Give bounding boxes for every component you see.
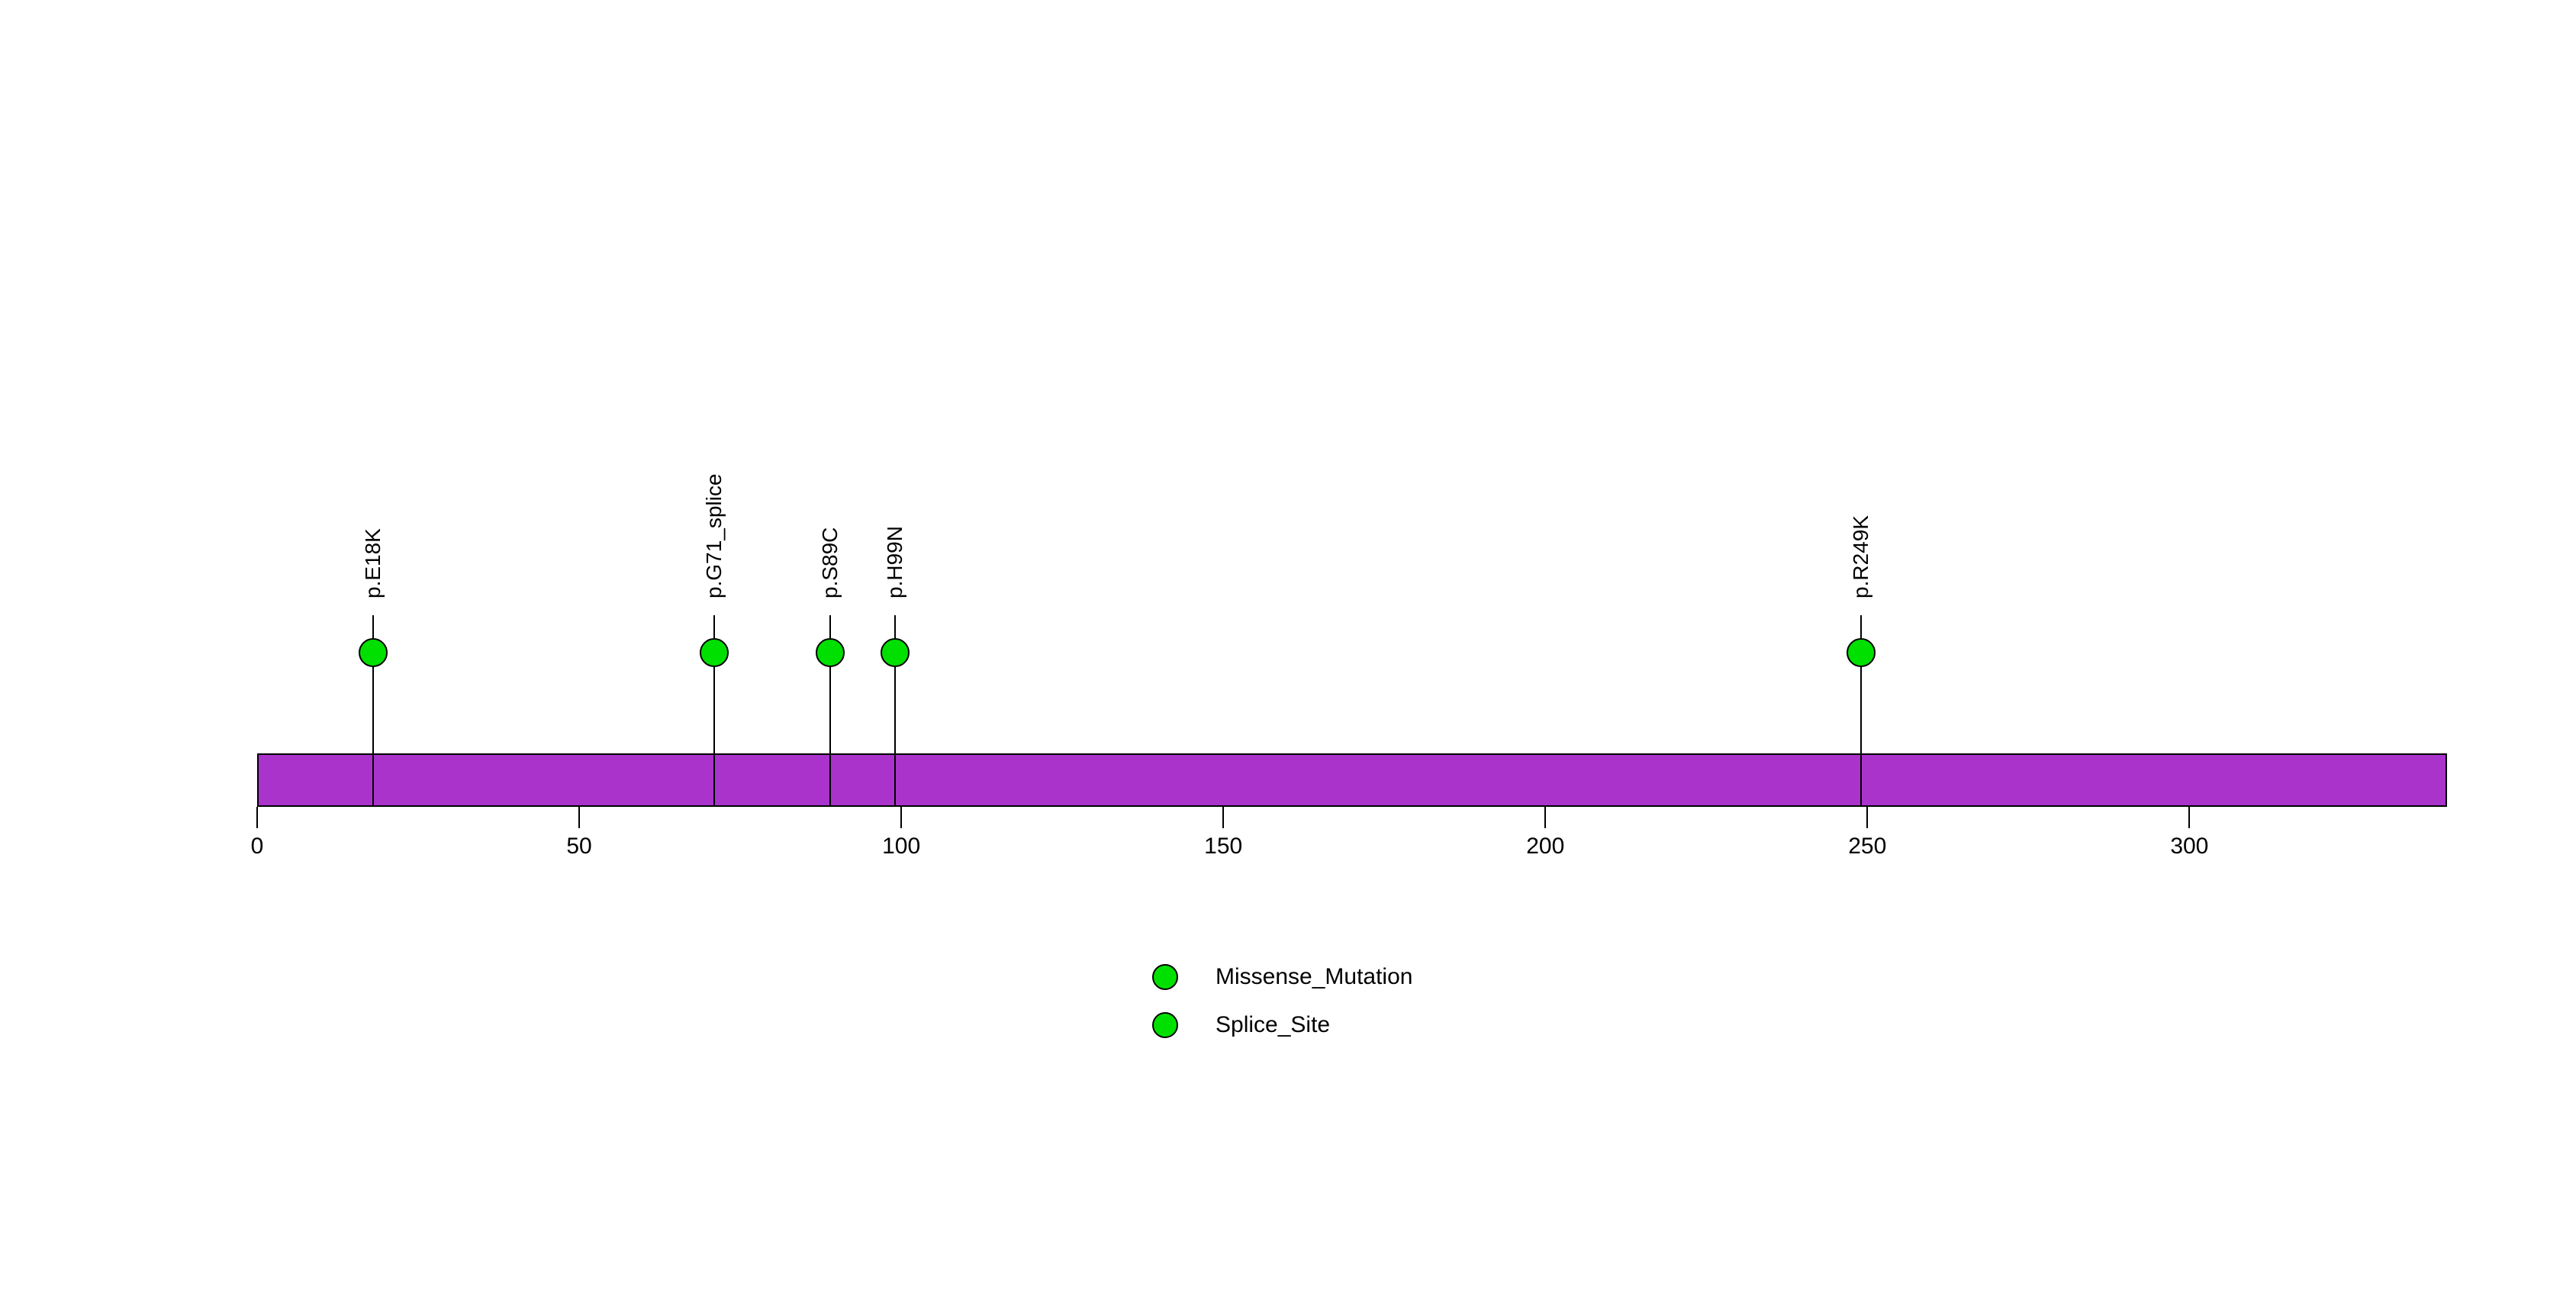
x-axis-tick-label: 300 bbox=[2170, 834, 2209, 859]
mutation-label: p.G71_splice bbox=[702, 473, 726, 598]
legend-item: Splice_Site bbox=[1152, 1012, 1412, 1038]
lollipop-marker bbox=[816, 638, 845, 667]
legend-item: Missense_Mutation bbox=[1152, 964, 1412, 990]
legend-label: Splice_Site bbox=[1216, 1012, 1331, 1037]
lollipop-marker bbox=[358, 638, 388, 667]
x-axis-tick bbox=[900, 807, 903, 828]
mutation-label: p.E18K bbox=[360, 528, 385, 598]
legend-label: Missense_Mutation bbox=[1216, 964, 1413, 989]
x-axis-tick-label: 100 bbox=[882, 834, 921, 859]
x-axis-tick-label: 0 bbox=[250, 834, 264, 859]
lollipop-stem bbox=[713, 615, 716, 807]
mutation-label: p.R249K bbox=[1848, 515, 1872, 598]
lollipop-marker bbox=[880, 638, 910, 667]
lollipop-marker bbox=[1846, 638, 1876, 667]
mutation-label: p.S89C bbox=[818, 527, 842, 598]
mutation-label: p.H99N bbox=[882, 526, 906, 598]
lollipop-stem bbox=[372, 615, 374, 807]
lollipop-stem bbox=[1860, 615, 1862, 807]
x-axis-tick bbox=[2188, 807, 2191, 828]
x-axis-tick bbox=[578, 807, 581, 828]
x-axis-tick-label: 200 bbox=[1526, 834, 1565, 859]
legend-marker-icon bbox=[1152, 964, 1178, 990]
x-axis-tick-label: 50 bbox=[566, 834, 592, 859]
x-axis-tick bbox=[1222, 807, 1225, 828]
x-axis-tick bbox=[1544, 807, 1547, 828]
legend-marker-icon bbox=[1152, 1012, 1178, 1038]
x-axis-tick bbox=[256, 807, 258, 828]
x-axis-tick-label: 150 bbox=[1204, 834, 1243, 859]
lollipop-stem bbox=[894, 615, 896, 807]
lollipop-stem bbox=[829, 615, 832, 807]
x-axis-tick-label: 250 bbox=[1848, 834, 1887, 859]
protein-bar bbox=[257, 753, 2447, 807]
lollipop-marker bbox=[700, 638, 729, 667]
x-axis-tick bbox=[1866, 807, 1869, 828]
